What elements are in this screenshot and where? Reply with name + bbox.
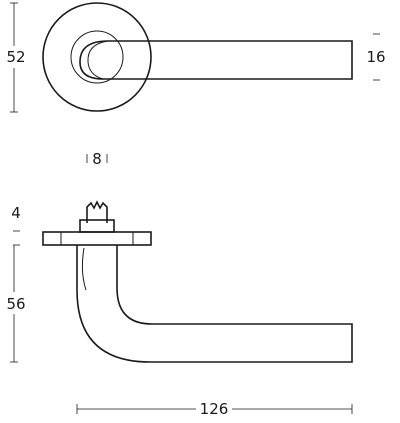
dimension-lever-length: 126 [76,398,353,420]
dimension-spindle: 8 [86,150,108,168]
side-view [42,200,353,363]
dimension-label: 126 [200,400,229,418]
dimension-label: 52 [6,48,25,66]
rose-inner-ring [70,30,124,84]
rose-outline [42,2,152,112]
dimension-rose-diameter: 52 [3,2,26,113]
lever-side-outline [76,245,353,363]
dimension-label: 56 [6,295,25,313]
dimension-label: 8 [92,150,102,168]
label-backdrop [196,398,232,420]
spindle [86,200,108,223]
dimension-rose-thickness: 4 [11,204,21,246]
dimension-projection: 56 [3,245,27,363]
lever-front-outline [79,40,353,80]
front-view [42,2,353,112]
dimension-lever-height: 16 [366,33,386,81]
label-backdrop [3,292,27,314]
dimension-label: 16 [366,48,385,66]
lever-neck-inner [87,40,109,80]
label-backdrop [3,46,25,68]
spindle-collar [79,219,115,233]
rose-plate [42,231,152,246]
lever-inner-curve [81,247,87,291]
dimension-label: 4 [11,204,21,222]
